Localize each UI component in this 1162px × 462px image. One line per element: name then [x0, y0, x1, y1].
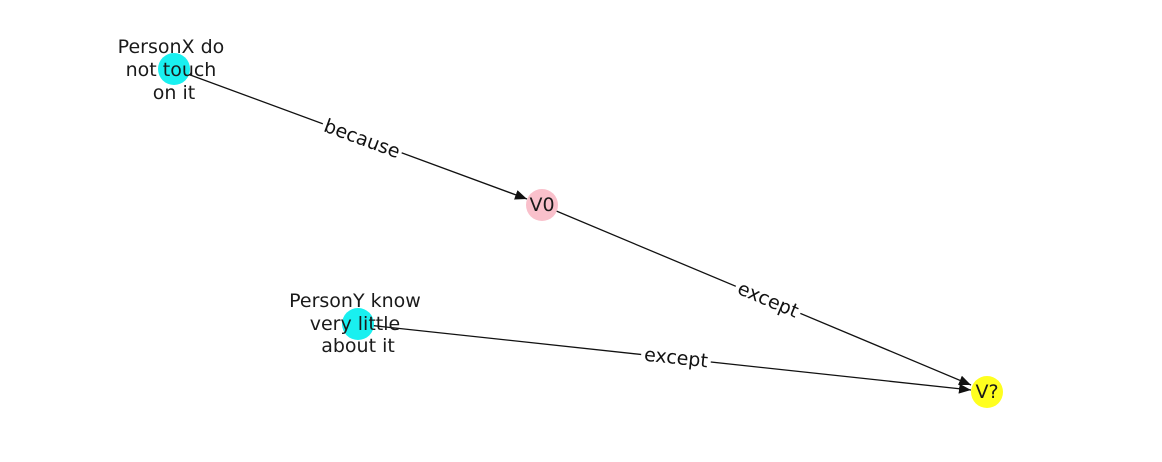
- node-label-personx: PersonX do not touch on it: [118, 36, 231, 104]
- node-label-v0: V0: [529, 194, 554, 216]
- node-label-vq: V?: [975, 381, 998, 403]
- node-vq[interactable]: [971, 376, 1003, 408]
- node-label-persony-line-3: about it: [321, 335, 395, 357]
- edge-label-because: because: [321, 115, 403, 163]
- node-label-persony-line-1: PersonY know: [289, 290, 421, 312]
- node-label-persony-line-2: very little: [310, 313, 400, 335]
- edge-label-group-except-v0: except: [730, 274, 806, 326]
- node-label-persony: PersonY know very little about it: [289, 290, 427, 357]
- edge-label-group-except-persony: except: [639, 341, 713, 375]
- node-v0[interactable]: [526, 189, 558, 221]
- node-persony[interactable]: [342, 308, 374, 340]
- node-label-personx-line-2: not touch: [126, 59, 217, 81]
- node-personx[interactable]: [158, 53, 190, 85]
- node-label-personx-line-1: PersonX do: [118, 36, 225, 58]
- edge-label-group-because: because: [318, 112, 406, 166]
- node-label-personx-line-3: on it: [153, 82, 195, 104]
- edge-label-except-v0: except: [734, 277, 801, 322]
